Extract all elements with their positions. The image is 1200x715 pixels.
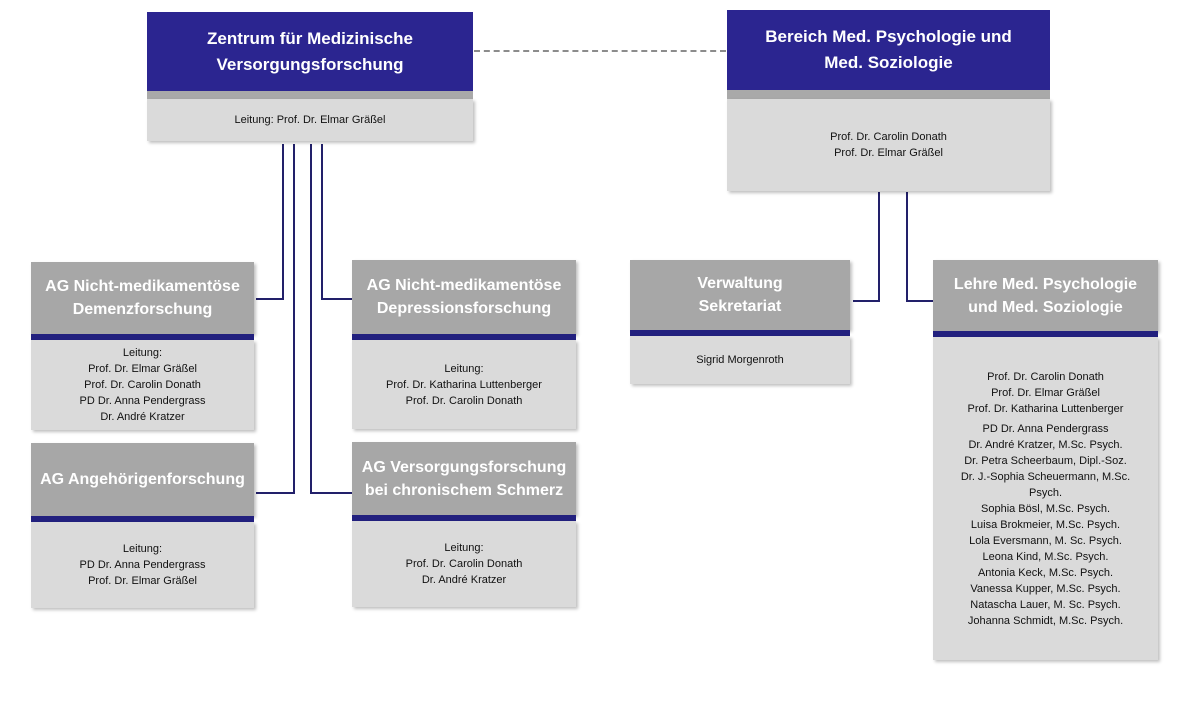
- ag-depression-title-line: Depressionsforschung: [376, 300, 552, 317]
- ag-depression-line: Leitung:: [444, 362, 484, 375]
- connector-line: [310, 492, 352, 494]
- zentrum-title-line: Versorgungsforschung: [216, 54, 404, 74]
- bereich-title-line: Bereich Med. Psychologie und: [765, 27, 1012, 46]
- lehre-line: Leona Kind, M.Sc. Psych.: [982, 551, 1109, 563]
- ag-angehoerige-line: Prof. Dr. Elmar Gräßel: [88, 575, 197, 587]
- connector-line: [282, 144, 284, 300]
- ag-depression-line: Prof. Dr. Carolin Donath: [405, 394, 523, 407]
- ag-demenz-body: Leitung: Prof. Dr. Elmar Gräßel Prof. Dr…: [31, 340, 254, 430]
- bereich-member: Prof. Dr. Carolin Donath: [830, 131, 947, 143]
- ag-demenz-line: Dr. André Kratzer: [100, 411, 185, 423]
- verwaltung-title-line: Sekretariat: [698, 298, 782, 315]
- bereich-stripe: [727, 90, 1050, 99]
- lehre-line: Prof. Dr. Carolin Donath: [987, 371, 1104, 383]
- ag-demenz-line: Prof. Dr. Elmar Gräßel: [88, 363, 197, 375]
- bereich-header: Bereich Med. Psychologie und Med. Soziol…: [727, 10, 1050, 90]
- ag-angehoerige-line: Leitung:: [122, 543, 163, 555]
- connector-line: [906, 192, 908, 302]
- lehre-line: PD Dr. Anna Pendergrass: [982, 423, 1109, 435]
- ag-angehoerige-body: Leitung: PD Dr. Anna Pendergrass Prof. D…: [31, 522, 254, 608]
- zentrum-body: Leitung: Prof. Dr. Elmar Gräßel: [147, 99, 473, 141]
- ag-schmerz-stripe: [352, 515, 576, 521]
- lehre-title-line: und Med. Soziologie: [968, 298, 1123, 316]
- bereich-member: Prof. Dr. Elmar Gräßel: [834, 147, 943, 159]
- ag-angehoerige-line: PD Dr. Anna Pendergrass: [79, 559, 206, 571]
- ag-angehoerige-title-line: AG Angehörigenforschung: [40, 471, 245, 488]
- connector-line: [293, 144, 295, 494]
- dashed-link-zentrum-bereich: [474, 50, 726, 52]
- lehre-line: Prof. Dr. Katharina Luttenberger: [967, 403, 1124, 415]
- ag-depression-stripe: [352, 334, 576, 340]
- ag-depression-line: Prof. Dr. Katharina Luttenberger: [386, 378, 542, 391]
- ag-schmerz-line: Leitung:: [444, 542, 484, 554]
- bereich-title-line: Med. Soziologie: [824, 53, 953, 72]
- ag-depression-header: AG Nicht-medikamentöse Depressionsforsch…: [352, 260, 576, 334]
- zentrum-lead: Leitung: Prof. Dr. Elmar Gräßel: [234, 114, 386, 126]
- lehre-line: Vanessa Kupper, M.Sc. Psych.: [970, 583, 1121, 595]
- verwaltung-header: Verwaltung Sekretariat: [630, 260, 850, 330]
- lehre-line: Dr. Petra Scheerbaum, Dipl.-Soz.: [964, 455, 1127, 467]
- ag-demenz-title-line: AG Nicht-medikamentöse: [45, 278, 240, 295]
- lehre-line: Dr. André Kratzer, M.Sc. Psych.: [968, 439, 1123, 451]
- ag-demenz-title-line: Demenzforschung: [72, 301, 213, 318]
- zentrum-title-line: Zentrum für Medizinische: [207, 28, 413, 48]
- lehre-line: Psych.: [1028, 487, 1062, 499]
- lehre-line: Dr. J.-Sophia Scheuermann, M.Sc.: [960, 471, 1131, 483]
- ag-schmerz-title-line: bei chronischem Schmerz: [364, 481, 564, 499]
- lehre-line: Lola Eversmann, M. Sc. Psych.: [969, 535, 1122, 547]
- ag-angehoerige-header: AG Angehörigenforschung: [31, 443, 254, 516]
- ag-angehoerige-stripe: [31, 516, 254, 522]
- connector-line: [853, 300, 880, 302]
- lehre-body: Prof. Dr. Carolin Donath Prof. Dr. Elmar…: [933, 337, 1158, 660]
- ag-schmerz-title-line: AG Versorgungsforschung: [361, 458, 567, 476]
- ag-demenz-header: AG Nicht-medikamentöse Demenzforschung: [31, 262, 254, 334]
- connector-line: [321, 298, 352, 300]
- connector-line: [321, 144, 323, 300]
- lehre-line: Sophia Bösl, M.Sc. Psych.: [981, 503, 1110, 515]
- ag-schmerz-header: AG Versorgungsforschung bei chronischem …: [352, 442, 576, 515]
- connector-line: [310, 144, 312, 494]
- ag-demenz-line: PD Dr. Anna Pendergrass: [79, 395, 206, 407]
- ag-demenz-stripe: [31, 334, 254, 340]
- lehre-line: Prof. Dr. Elmar Gräßel: [991, 387, 1100, 399]
- lehre-stripe: [933, 331, 1158, 337]
- ag-schmerz-line: Dr. André Kratzer: [421, 574, 507, 586]
- bereich-body: Prof. Dr. Carolin Donath Prof. Dr. Elmar…: [727, 99, 1050, 191]
- lehre-line: Natascha Lauer, M. Sc. Psych.: [970, 599, 1121, 611]
- ag-depression-body: Leitung: Prof. Dr. Katharina Luttenberge…: [352, 340, 576, 429]
- ag-schmerz-line: Prof. Dr. Carolin Donath: [405, 558, 523, 570]
- ag-schmerz-body: Leitung: Prof. Dr. Carolin Donath Dr. An…: [352, 521, 576, 607]
- ag-demenz-line: Prof. Dr. Carolin Donath: [84, 379, 201, 391]
- lehre-line: Johanna Schmidt, M.Sc. Psych.: [967, 615, 1124, 627]
- lehre-line: Luisa Brokmeier, M.Sc. Psych.: [970, 519, 1121, 531]
- lehre-header: Lehre Med. Psychologie und Med. Soziolog…: [933, 260, 1158, 331]
- zentrum-header: Zentrum für Medizinische Versorgungsfors…: [147, 12, 473, 91]
- zentrum-stripe: [147, 91, 473, 99]
- lehre-title-line: Lehre Med. Psychologie: [953, 275, 1138, 293]
- connector-line: [878, 192, 880, 302]
- connector-line: [256, 298, 284, 300]
- lehre-line: Antonia Keck, M.Sc. Psych.: [977, 567, 1114, 579]
- ag-demenz-line: Leitung:: [122, 347, 163, 359]
- verwaltung-body: Sigrid Morgenroth: [630, 336, 850, 384]
- verwaltung-line: Sigrid Morgenroth: [696, 354, 784, 366]
- connector-line: [906, 300, 933, 302]
- verwaltung-title-line: Verwaltung: [697, 275, 783, 292]
- ag-depression-title-line: AG Nicht-medikamentöse: [366, 277, 562, 294]
- connector-line: [256, 492, 295, 494]
- verwaltung-stripe: [630, 330, 850, 336]
